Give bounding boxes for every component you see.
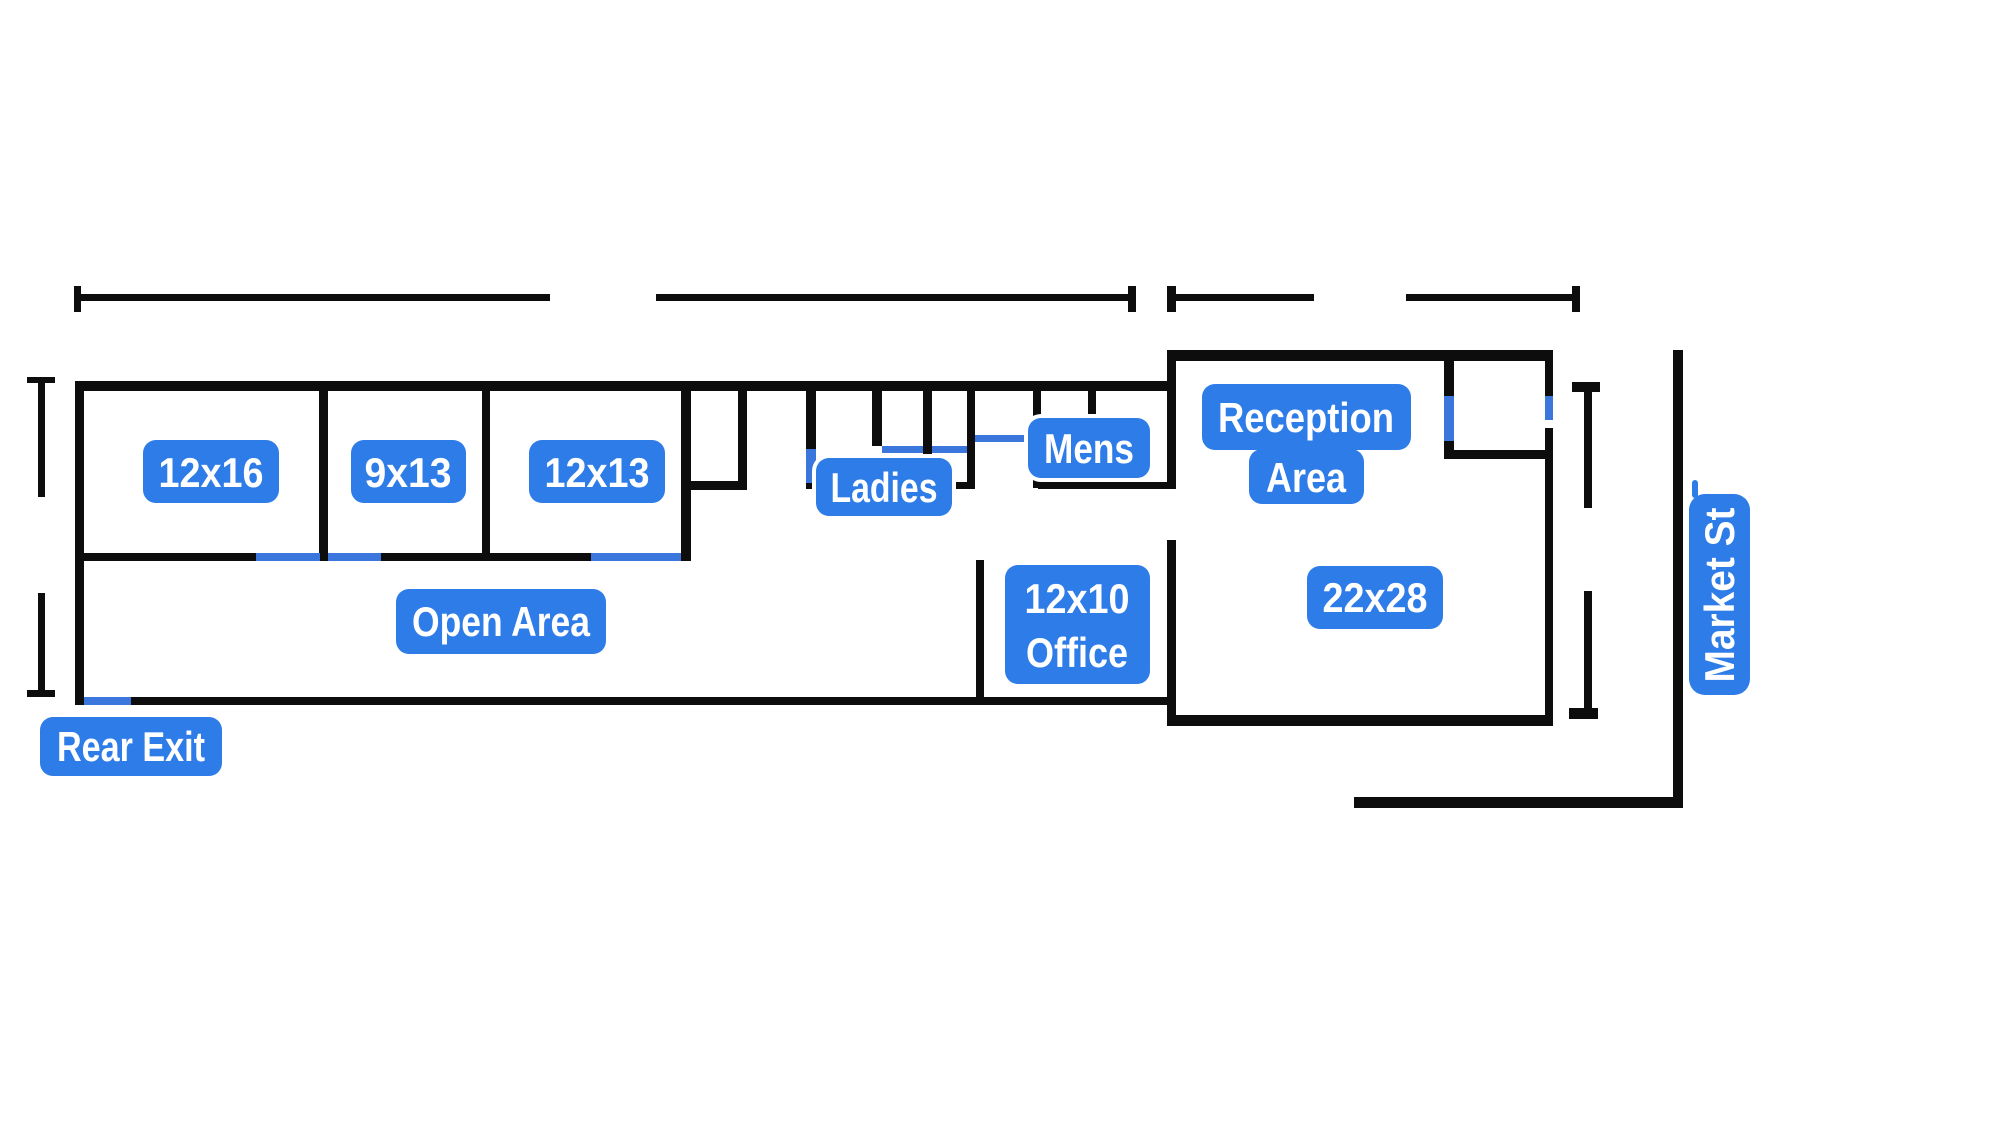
svg-text:Mens: Mens bbox=[1044, 425, 1134, 472]
svg-text:22x28: 22x28 bbox=[1323, 574, 1428, 621]
svg-text:Office: Office bbox=[1026, 629, 1128, 676]
svg-text:12x16: 12x16 bbox=[159, 449, 264, 496]
svg-text:Rear Exit: Rear Exit bbox=[57, 723, 205, 770]
svg-text:Open Area: Open Area bbox=[412, 598, 591, 645]
svg-text:Ladies: Ladies bbox=[831, 464, 938, 511]
svg-text:Area: Area bbox=[1266, 454, 1347, 501]
svg-text:12x13: 12x13 bbox=[545, 449, 650, 496]
svg-text:Market St: Market St bbox=[1696, 507, 1743, 682]
svg-text:12x10: 12x10 bbox=[1025, 575, 1130, 622]
svg-text:Reception: Reception bbox=[1218, 394, 1394, 441]
svg-text:9x13: 9x13 bbox=[365, 449, 452, 496]
